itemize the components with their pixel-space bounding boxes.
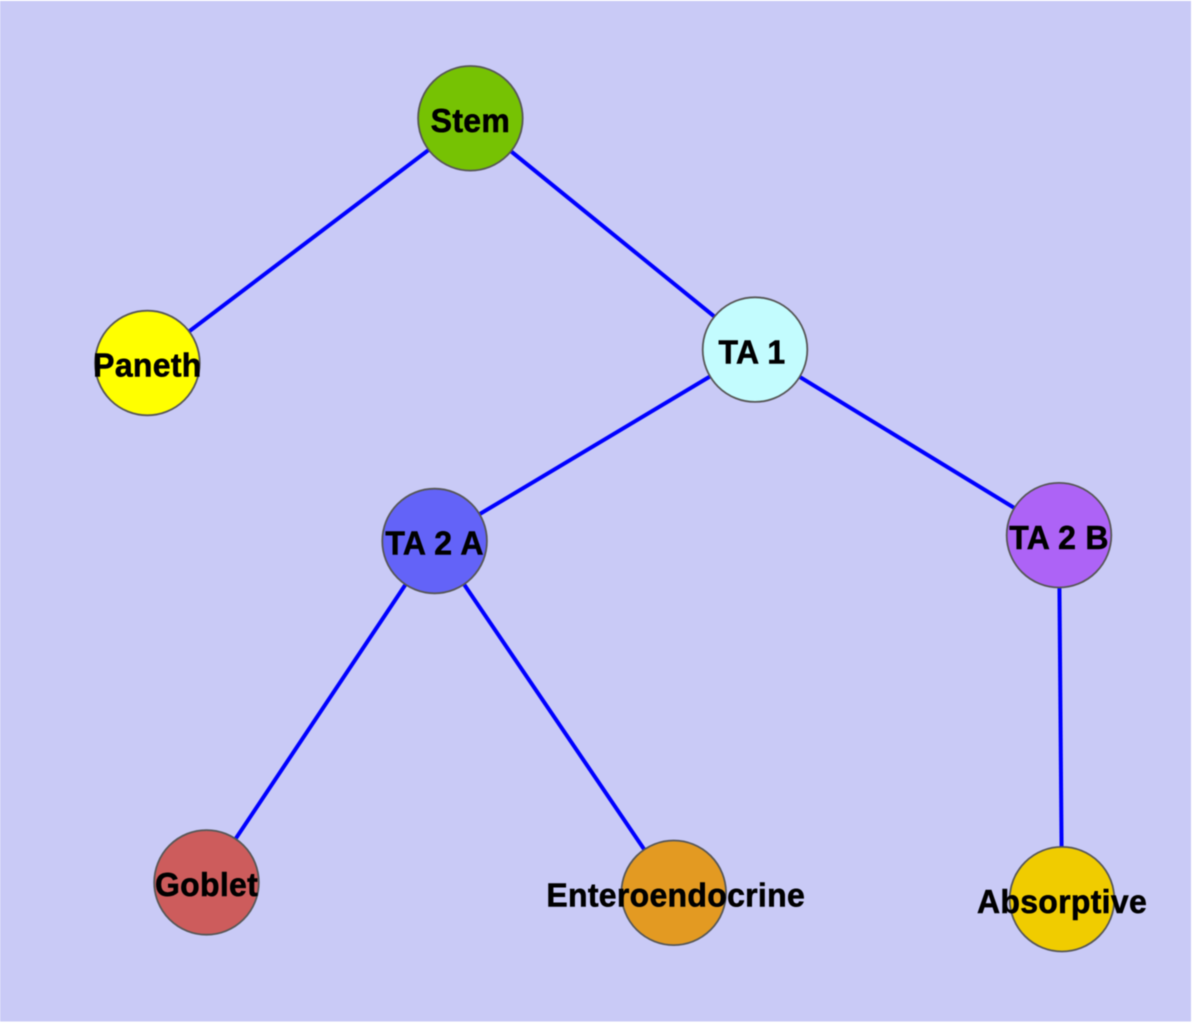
svg-text:Absorptive: Absorptive — [977, 882, 1147, 920]
svg-text:Enteroendocrine: Enteroendocrine — [546, 876, 805, 914]
svg-text:Paneth: Paneth — [93, 346, 201, 384]
svg-text:TA 2 B: TA 2 B — [1009, 518, 1109, 556]
svg-text:Stem: Stem — [431, 101, 510, 139]
svg-text:TA 1: TA 1 — [719, 333, 786, 371]
svg-text:TA 2 A: TA 2 A — [385, 524, 483, 562]
svg-text:Goblet: Goblet — [155, 865, 258, 903]
